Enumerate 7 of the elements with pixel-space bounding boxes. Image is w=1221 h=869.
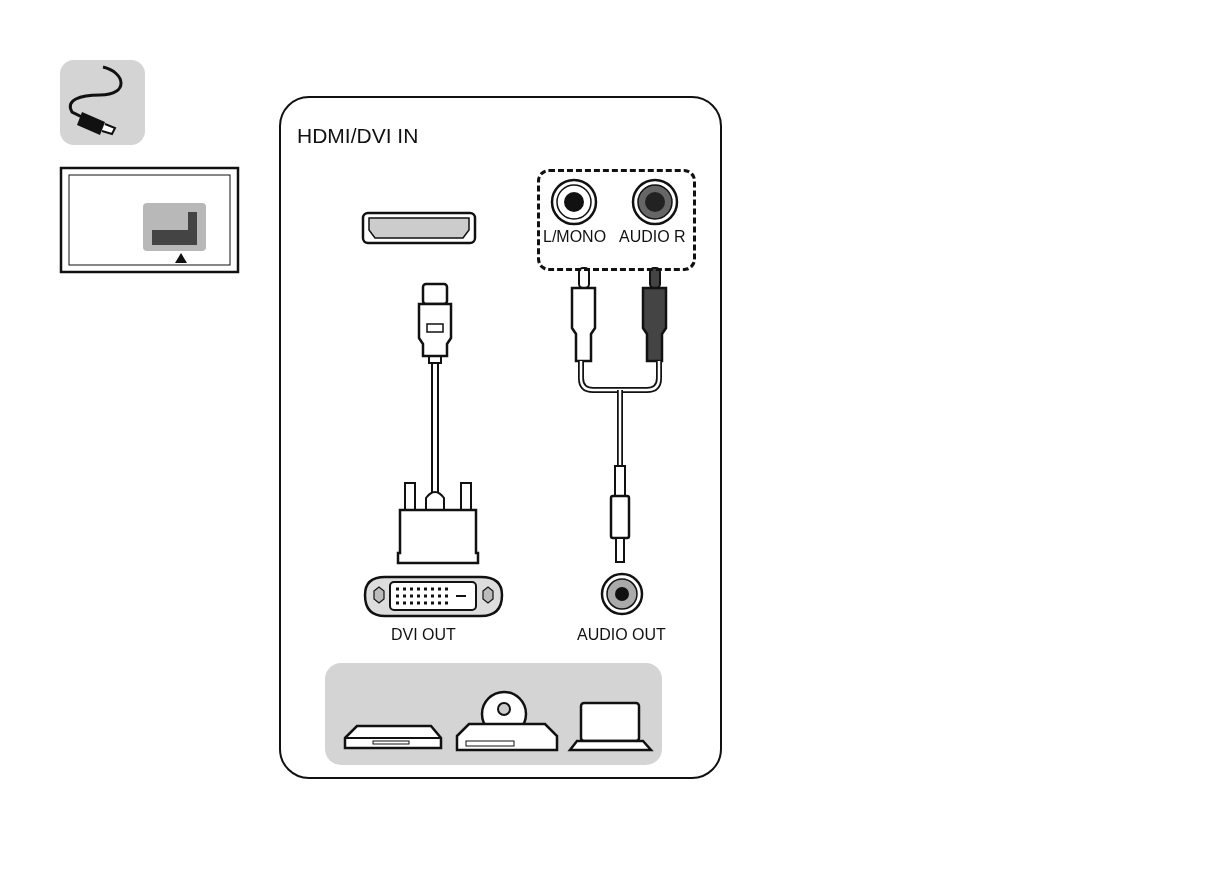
audio-input-group bbox=[537, 169, 696, 271]
port-label: AUDIO OUT bbox=[577, 626, 666, 644]
connection-panel bbox=[279, 96, 722, 779]
port-label: DVI OUT bbox=[391, 626, 456, 644]
panel-title: HDMI/DVI IN bbox=[297, 124, 419, 148]
jack-label: AUDIO R bbox=[619, 228, 686, 246]
jack-label: L/MONO bbox=[543, 228, 607, 246]
